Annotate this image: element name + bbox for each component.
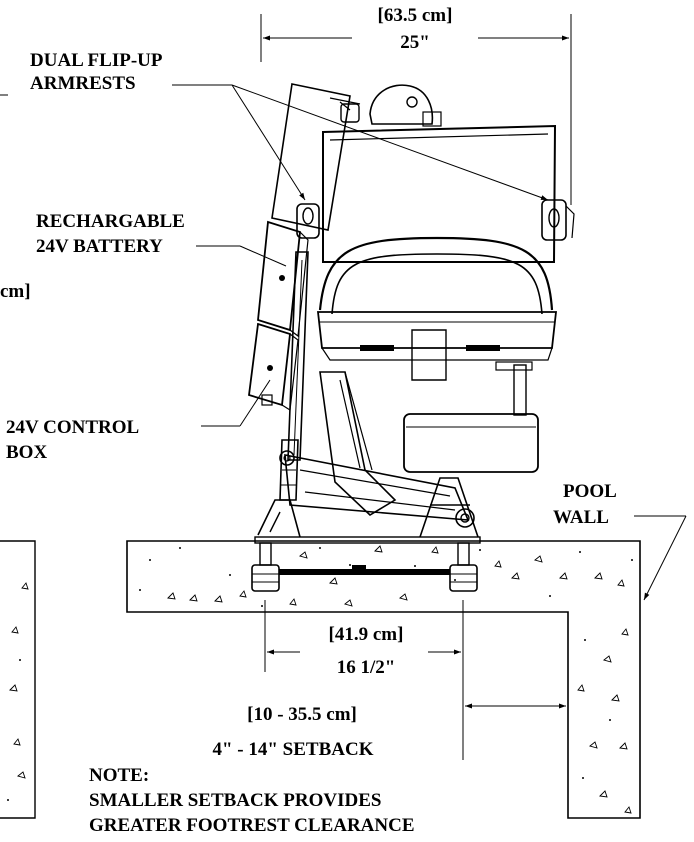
setback-imperial-label: 4" - 14" SETBACK: [213, 739, 374, 760]
note-line2: GREATER FOOTREST CLEARANCE: [89, 815, 415, 836]
battery-pack: [257, 220, 309, 338]
overall-width-imperial-label: 25": [400, 32, 430, 53]
pool-wall-label-line1: POOL: [563, 481, 617, 502]
lift-seat: [271, 83, 575, 381]
pool-deck-concrete: [0, 540, 641, 819]
base-width-metric-label: [41.9 cm]: [329, 624, 404, 645]
footrest: [403, 361, 539, 473]
setback-metric-label: [10 - 35.5 cm]: [247, 704, 357, 725]
battery-label-line2: 24V BATTERY: [36, 236, 163, 257]
dimension-base-width: [264, 600, 464, 760]
anchor-socket-base: [251, 536, 481, 592]
dimension-labels: [63.5 cm] 25" cm] [41.9 cm] 16 1/2" [10 …: [0, 5, 452, 760]
control-box-label-line1: 24V CONTROL: [6, 417, 139, 438]
cut-off-dimension-label: cm]: [0, 281, 31, 302]
overall-width-metric-label: [63.5 cm]: [378, 5, 453, 26]
note-title: NOTE:: [89, 765, 149, 786]
battery-label-line1: RECHARGABLE: [36, 211, 185, 232]
pool-wall-label-line2: WALL: [553, 507, 609, 528]
dimension-overall-width: [260, 14, 572, 205]
callout-labels: DUAL FLIP-UP ARMRESTS RECHARGABLE 24V BA…: [6, 50, 617, 528]
note-block: NOTE: SMALLER SETBACK PROVIDES GREATER F…: [89, 765, 415, 836]
control-box-label-line2: BOX: [6, 442, 47, 463]
control-box-unit: [248, 322, 299, 412]
leader-lines: [0, 84, 687, 601]
armrests-label-line2: ARMRESTS: [30, 73, 136, 94]
base-width-imperial-label: 16 1/2": [337, 657, 396, 678]
armrests-label-line1: DUAL FLIP-UP: [30, 50, 163, 71]
note-line1: SMALLER SETBACK PROVIDES: [89, 790, 381, 811]
lift-column-and-arms: [257, 251, 479, 538]
